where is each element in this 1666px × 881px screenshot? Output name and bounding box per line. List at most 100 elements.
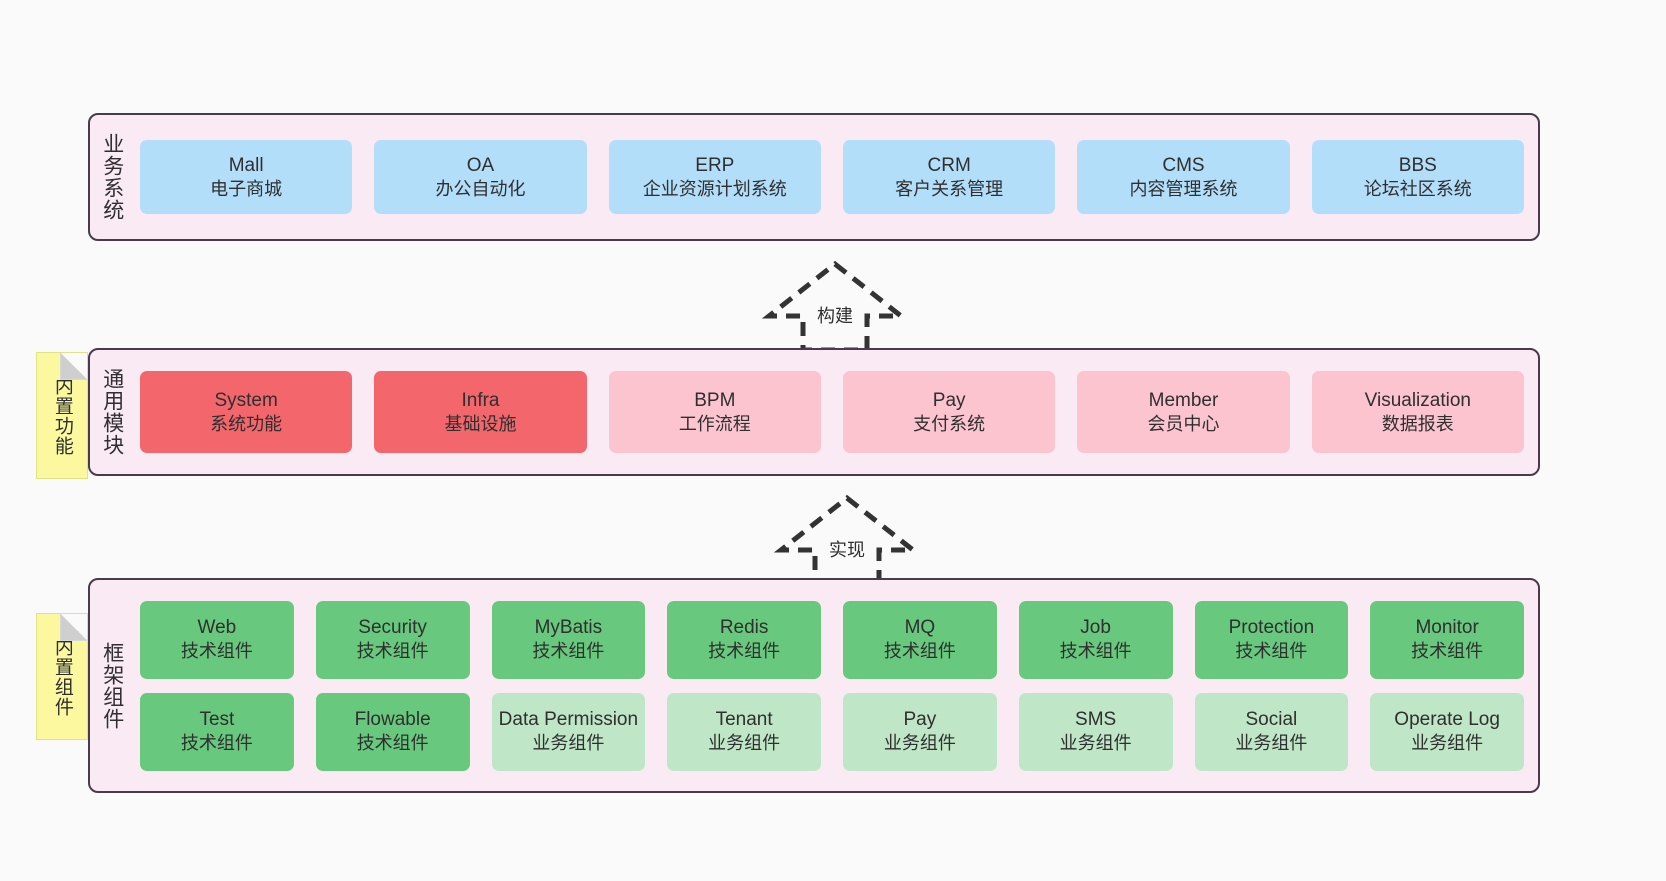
card-system-en: System <box>214 389 278 411</box>
card-flowable-en: Flowable <box>354 709 431 731</box>
card-social-cn: 业务组件 <box>1235 733 1308 754</box>
card-mall-cn: 电子商城 <box>210 178 283 199</box>
card-redis-en: Redis <box>719 617 769 639</box>
card-cms-en: CMS <box>1162 154 1205 176</box>
card-test-cn: 技术组件 <box>180 733 253 754</box>
card-sms[interactable]: SMS 业务组件 <box>1018 692 1173 771</box>
modules-card-row: System 系统功能 Infra 基础设施 BPM 工作流程 Pay 支付系统… <box>140 371 1524 453</box>
card-test[interactable]: Test 技术组件 <box>140 692 294 771</box>
card-tenant-en: Tenant <box>715 709 773 731</box>
card-data-permission-en: Data Permission <box>498 709 639 731</box>
card-tenant[interactable]: Tenant 业务组件 <box>667 692 821 771</box>
card-mq[interactable]: MQ 技术组件 <box>843 600 997 679</box>
card-web[interactable]: Web 技术组件 <box>140 600 294 679</box>
card-erp[interactable]: ERP 企业资源计划系统 <box>608 140 821 214</box>
card-member-cn: 会员中心 <box>1147 413 1220 434</box>
card-sms-en: SMS <box>1075 709 1117 731</box>
layer-framework-title: 框架组件 <box>100 641 124 730</box>
card-infra-en: Infra <box>461 389 500 411</box>
card-crm-en: CRM <box>927 154 971 176</box>
layer-modules-body: System 系统功能 Infra 基础设施 BPM 工作流程 Pay 支付系统… <box>134 350 1538 474</box>
card-bbs[interactable]: BBS 论坛社区系统 <box>1311 140 1524 214</box>
card-security-cn: 技术组件 <box>356 641 429 662</box>
card-flowable-cn: 技术组件 <box>356 733 429 754</box>
card-bpm-en: BPM <box>694 389 736 411</box>
card-mall[interactable]: Mall 电子商城 <box>140 140 353 214</box>
card-visualization[interactable]: Visualization 数据报表 <box>1311 371 1524 453</box>
card-mq-en: MQ <box>904 617 936 639</box>
card-mybatis-cn: 技术组件 <box>532 641 605 662</box>
card-redis-cn: 技术组件 <box>708 641 781 662</box>
layer-business-body: Mall 电子商城 OA 办公自动化 ERP 企业资源计划系统 CRM 客户关系… <box>134 115 1538 239</box>
layer-modules-title: 通用模块 <box>100 368 124 456</box>
card-system-cn: 系统功能 <box>210 413 283 434</box>
card-bpm[interactable]: BPM 工作流程 <box>608 371 821 453</box>
card-pay-module-cn: 支付系统 <box>913 413 986 434</box>
card-infra-cn: 基础设施 <box>444 413 517 434</box>
card-crm[interactable]: CRM 客户关系管理 <box>842 140 1056 214</box>
card-social[interactable]: Social 业务组件 <box>1194 692 1349 771</box>
card-mall-en: Mall <box>228 154 264 176</box>
arrow-build: 构建 <box>760 258 910 354</box>
card-bbs-cn: 论坛社区系统 <box>1363 178 1472 199</box>
card-mq-cn: 技术组件 <box>883 641 956 662</box>
card-web-en: Web <box>197 617 237 639</box>
sticky-note-builtin-features: 内置功能 <box>36 352 88 479</box>
card-bpm-cn: 工作流程 <box>678 413 751 434</box>
card-cms-cn: 内容管理系统 <box>1129 178 1238 199</box>
card-cms[interactable]: CMS 内容管理系统 <box>1077 140 1290 214</box>
card-crm-cn: 客户关系管理 <box>895 178 1004 199</box>
card-oa-en: OA <box>466 154 495 176</box>
card-flowable[interactable]: Flowable 技术组件 <box>315 692 470 771</box>
card-protection[interactable]: Protection 技术组件 <box>1194 600 1349 679</box>
card-tenant-cn: 业务组件 <box>708 733 781 754</box>
card-member[interactable]: Member 会员中心 <box>1077 371 1290 453</box>
card-monitor-en: Monitor <box>1415 617 1479 639</box>
card-data-permission-cn: 业务组件 <box>532 733 605 754</box>
arrow-build-label: 构建 <box>817 306 853 326</box>
card-operate-log[interactable]: Operate Log 业务组件 <box>1370 692 1524 771</box>
layer-common-modules[interactable]: 通用模块 System 系统功能 Infra 基础设施 BPM 工作流程 Pay… <box>88 348 1540 476</box>
card-pay-component[interactable]: Pay 业务组件 <box>843 692 997 771</box>
card-oa-cn: 办公自动化 <box>435 178 526 199</box>
layer-framework-body: Web 技术组件 Security 技术组件 MyBatis 技术组件 Redi… <box>134 580 1538 791</box>
card-mybatis-en: MyBatis <box>534 617 603 639</box>
card-redis[interactable]: Redis 技术组件 <box>667 600 821 679</box>
card-oa[interactable]: OA 办公自动化 <box>374 140 587 214</box>
arrow-realize-label: 实现 <box>829 540 865 560</box>
card-social-en: Social <box>1245 709 1298 731</box>
card-operate-log-en: Operate Log <box>1394 709 1500 731</box>
card-bbs-en: BBS <box>1398 154 1437 176</box>
arrow-realize: 实现 <box>772 492 922 588</box>
layer-business-title: 业务系统 <box>100 133 124 221</box>
card-security[interactable]: Security 技术组件 <box>315 600 470 679</box>
layer-business-systems[interactable]: 业务系统 Mall 电子商城 OA 办公自动化 ERP 企业资源计划系统 CRM… <box>88 113 1540 241</box>
card-visualization-en: Visualization <box>1364 389 1471 411</box>
card-data-permission[interactable]: Data Permission 业务组件 <box>491 692 646 771</box>
card-system[interactable]: System 系统功能 <box>140 371 353 453</box>
card-erp-en: ERP <box>695 154 735 176</box>
card-monitor-cn: 技术组件 <box>1411 641 1484 662</box>
card-pay-module[interactable]: Pay 支付系统 <box>842 371 1056 453</box>
framework-tech-row: Web 技术组件 Security 技术组件 MyBatis 技术组件 Redi… <box>140 600 1524 679</box>
layer-framework-components[interactable]: 框架组件 Web 技术组件 Security 技术组件 MyBatis 技术组件… <box>88 578 1540 793</box>
card-infra[interactable]: Infra 基础设施 <box>374 371 587 453</box>
card-security-en: Security <box>358 617 427 639</box>
card-pay-component-en: Pay <box>903 709 937 731</box>
card-erp-cn: 企业资源计划系统 <box>642 178 787 199</box>
card-visualization-cn: 数据报表 <box>1381 413 1454 434</box>
card-mybatis[interactable]: MyBatis 技术组件 <box>491 600 646 679</box>
card-monitor[interactable]: Monitor 技术组件 <box>1370 600 1524 679</box>
card-job[interactable]: Job 技术组件 <box>1018 600 1173 679</box>
business-card-row: Mall 电子商城 OA 办公自动化 ERP 企业资源计划系统 CRM 客户关系… <box>140 140 1524 214</box>
card-job-cn: 技术组件 <box>1059 641 1132 662</box>
card-pay-module-en: Pay <box>932 389 966 411</box>
card-job-en: Job <box>1080 617 1111 639</box>
card-pay-component-cn: 业务组件 <box>883 733 956 754</box>
card-member-en: Member <box>1148 389 1219 411</box>
card-protection-en: Protection <box>1228 617 1315 639</box>
framework-business-row: Test 技术组件 Flowable 技术组件 Data Permission … <box>140 692 1524 771</box>
card-sms-cn: 业务组件 <box>1059 733 1132 754</box>
card-protection-cn: 技术组件 <box>1235 641 1308 662</box>
